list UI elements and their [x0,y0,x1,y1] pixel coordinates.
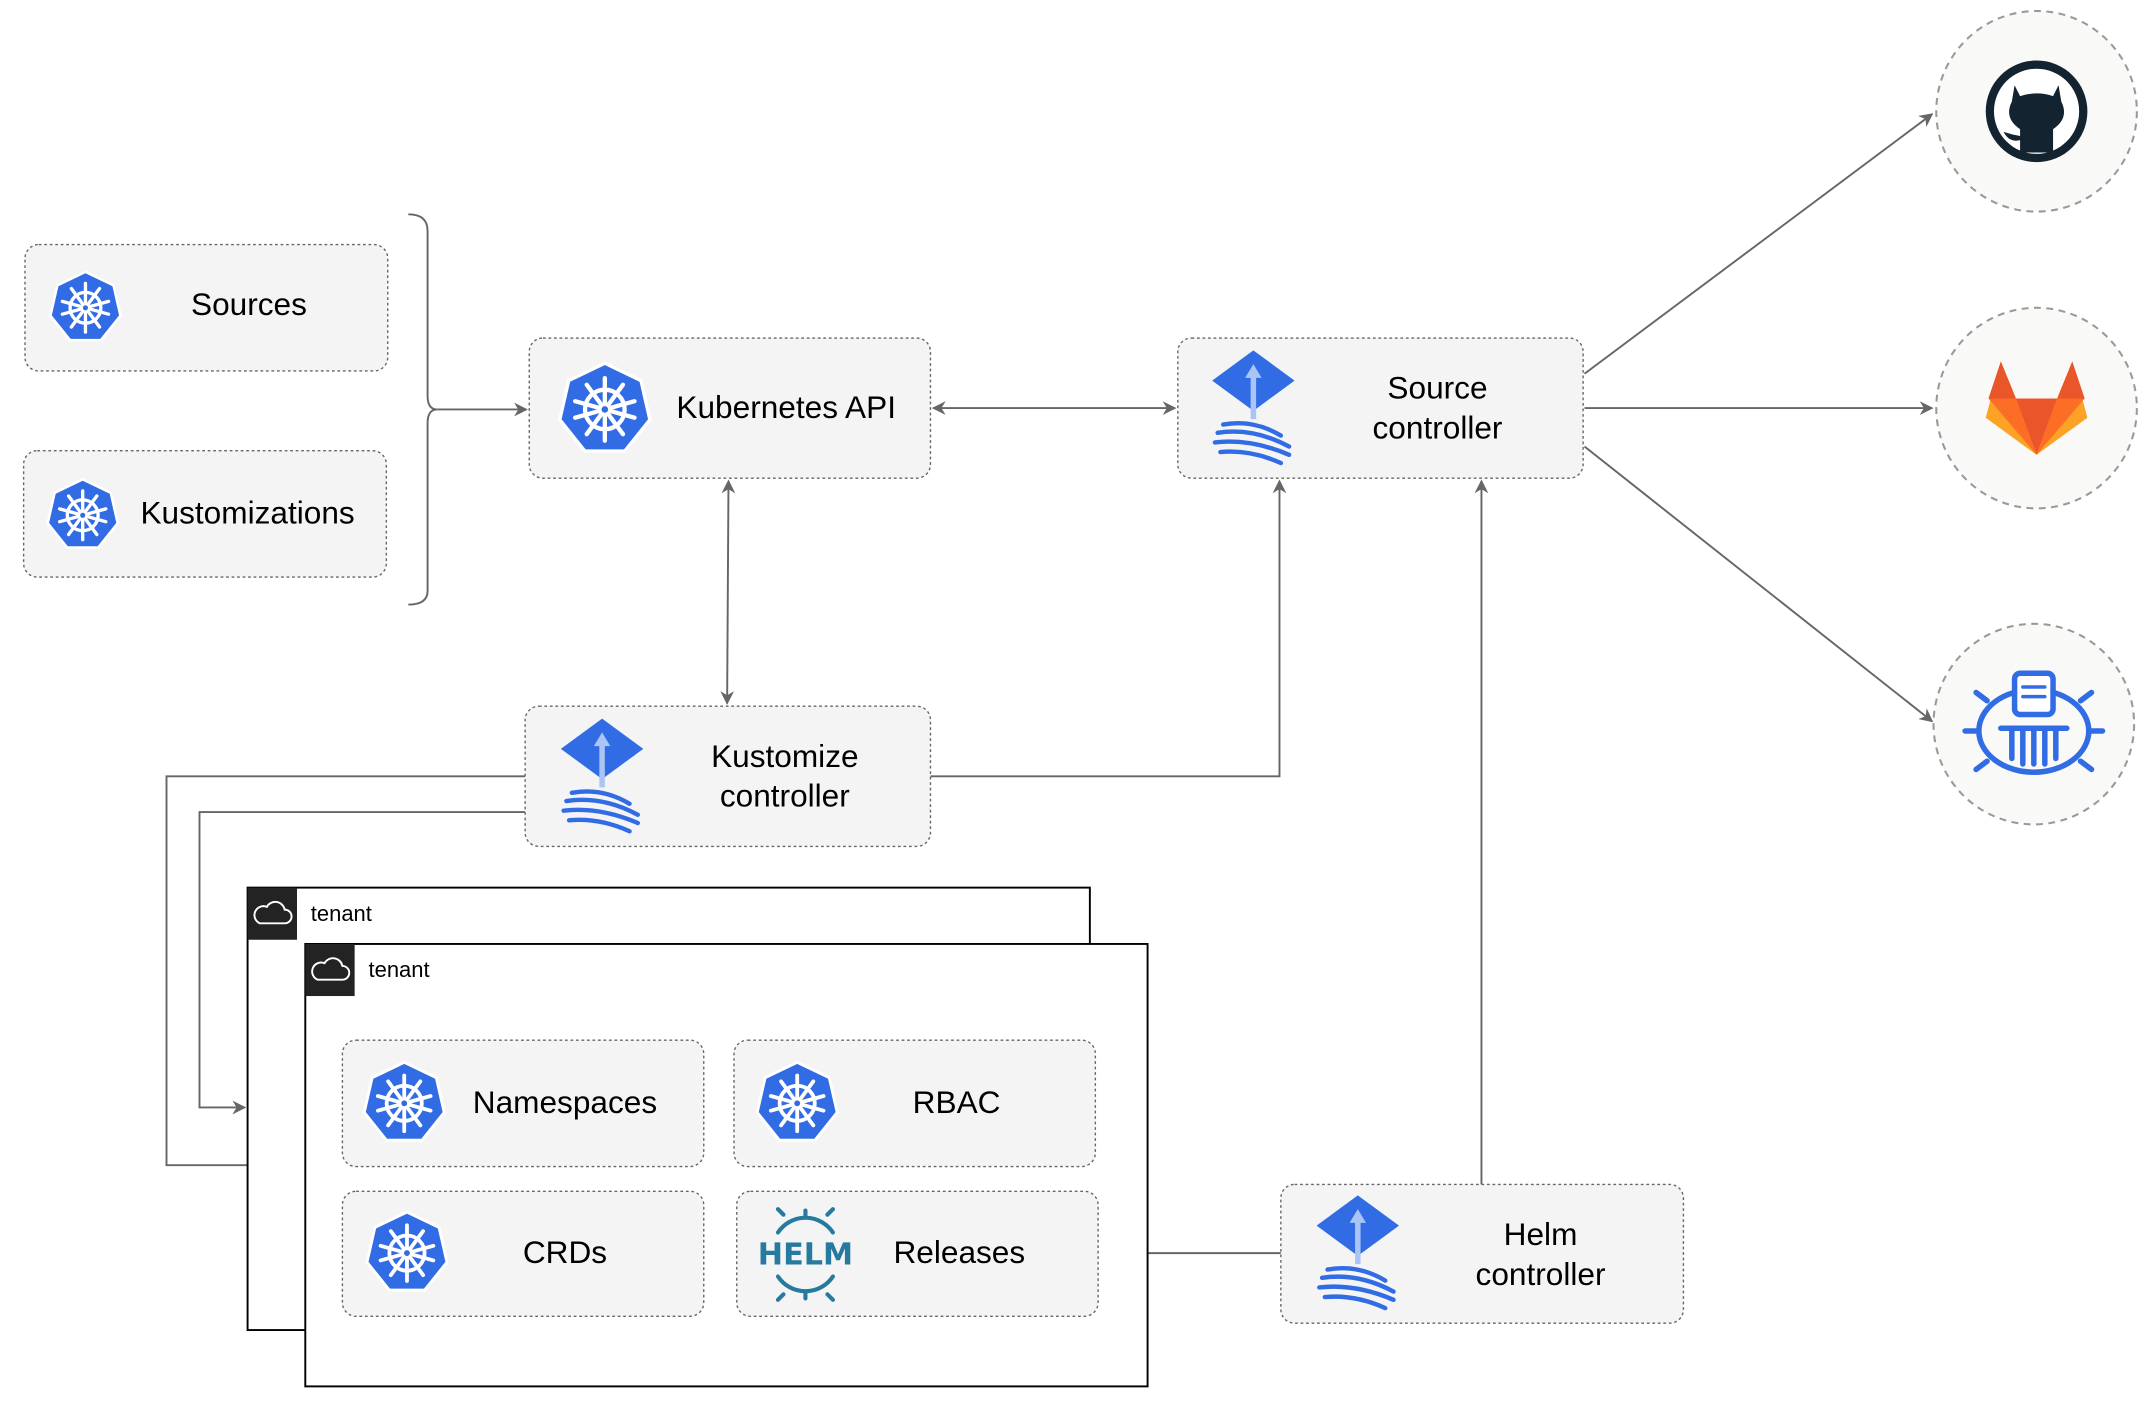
releases-label: Releases [893,1234,1025,1270]
edge-kustomize-to-tenant-2 [165,775,526,1173]
edge-api-kustomize-controller [720,479,736,705]
rbac-node: RBAC [733,1039,1097,1168]
bracket [408,213,438,606]
edge-kustomize-to-source [930,479,1287,778]
namespaces-label: Namespaces [473,1084,657,1120]
tenant-group-front: tenant Namespaces RBAC CRDs HELM Release… [304,942,1149,1388]
crds-node: CRDs [341,1190,705,1318]
bucket-source [1932,622,2136,826]
tenant-label: tenant [369,957,430,982]
helm-controller-label-line1: Helm [1504,1216,1578,1252]
helm-controller-label-line2: controller [1476,1256,1606,1292]
sources-node: Sources [24,243,389,372]
bucket-icon [1962,670,2106,775]
edge-source-to-github [1583,113,1934,375]
helm-controller-node: Helm controller [1280,1183,1685,1324]
helm-icon: HELM [758,1207,853,1302]
cloud-icon [247,887,298,940]
kustomize-controller-node: Kustomize controller [524,705,932,848]
namespaces-node: Namespaces [341,1039,705,1168]
kustomize-controller-label-line2: controller [720,778,850,814]
source-controller-node: Source controller [1177,337,1584,479]
github-icon [1985,60,2088,163]
edge-kustomize-to-tenant-1 [198,811,526,1115]
crds-label: CRDs [523,1234,607,1270]
gitlab-icon [1985,361,2088,455]
kustomizations-node: Kustomizations [22,449,388,578]
sources-label: Sources [191,286,307,322]
svg-text:HELM: HELM [758,1237,853,1272]
cloud-icon [305,943,355,997]
kustomizations-label: Kustomizations [140,495,354,531]
source-controller-label-line2: controller [1373,409,1503,445]
source-controller-label-line1: Source [1387,370,1487,406]
releases-node: HELM Releases [736,1190,1099,1318]
kustomize-controller-label-line1: Kustomize [711,738,858,774]
tenant-label: tenant [311,901,372,926]
rbac-label: RBAC [913,1084,1001,1120]
github-source [1935,9,2138,213]
kubernetes-api-label: Kubernetes API [676,389,896,425]
edge-source-to-bucket [1583,445,1934,723]
kubernetes-api-node: Kubernetes API [528,337,932,479]
gitlab-source [1935,306,2138,510]
